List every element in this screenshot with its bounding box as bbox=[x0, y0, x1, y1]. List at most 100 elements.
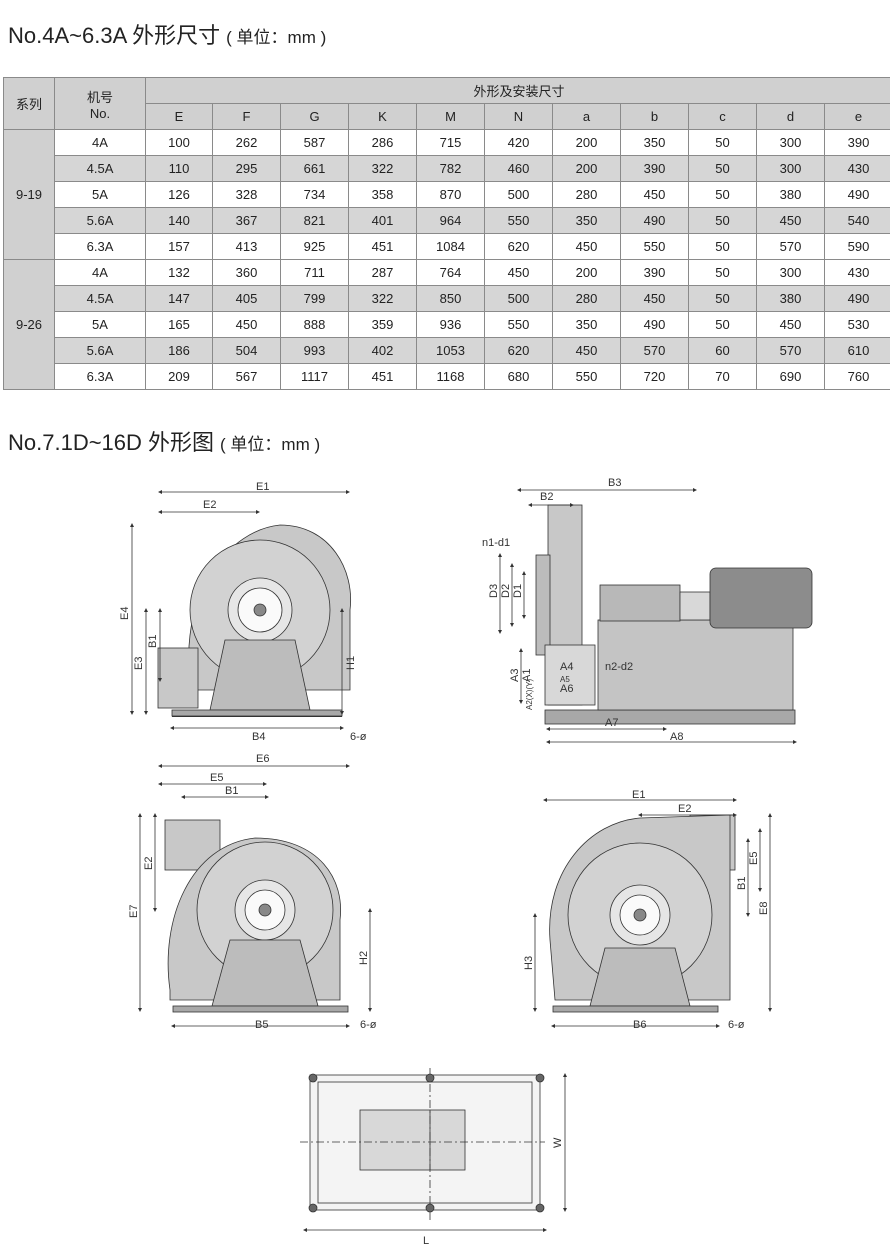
value-cell: 300 bbox=[756, 259, 825, 286]
value-cell: 490 bbox=[620, 311, 689, 338]
value-cell: 500 bbox=[484, 181, 553, 208]
section-title-text: No.7.1D~16D 外形图 bbox=[8, 430, 215, 455]
value-cell: 200 bbox=[552, 129, 621, 156]
model-cell: 4A bbox=[54, 259, 146, 286]
value-cell: 490 bbox=[823, 285, 890, 312]
value-cell: 401 bbox=[348, 207, 417, 234]
dim-label: A8 bbox=[670, 731, 683, 743]
column-header: a bbox=[552, 103, 621, 130]
value-cell: 760 bbox=[823, 363, 890, 390]
section-title-drawing: No.7.1D~16D 外形图( 单位：mm ) bbox=[8, 425, 320, 457]
model-cell: 4.5A bbox=[54, 285, 146, 312]
value-cell: 367 bbox=[212, 207, 281, 234]
dim-label: 6-ø bbox=[728, 1019, 745, 1031]
value-cell: 390 bbox=[620, 155, 689, 182]
value-cell: 1053 bbox=[416, 337, 485, 364]
column-header: d bbox=[756, 103, 825, 130]
value-cell: 70 bbox=[688, 363, 757, 390]
value-cell: 764 bbox=[416, 259, 485, 286]
dim-label: E2 bbox=[678, 803, 691, 815]
dim-label: D1 bbox=[512, 584, 524, 598]
value-cell: 567 bbox=[212, 363, 281, 390]
series-cell: 9-19 bbox=[3, 129, 55, 260]
model-cell: 5A bbox=[54, 311, 146, 338]
dim-label: n1-d1 bbox=[482, 537, 510, 549]
value-cell: 60 bbox=[688, 337, 757, 364]
value-cell: 620 bbox=[484, 233, 553, 260]
column-header: b bbox=[620, 103, 689, 130]
model-cell: 5.6A bbox=[54, 207, 146, 234]
column-header: F bbox=[212, 103, 281, 130]
value-cell: 358 bbox=[348, 181, 417, 208]
value-cell: 782 bbox=[416, 155, 485, 182]
value-cell: 570 bbox=[756, 337, 825, 364]
fan-front-view-1 bbox=[130, 490, 352, 730]
value-cell: 715 bbox=[416, 129, 485, 156]
column-header: E bbox=[145, 103, 213, 130]
value-cell: 690 bbox=[756, 363, 825, 390]
value-cell: 200 bbox=[552, 155, 621, 182]
value-cell: 100 bbox=[145, 129, 213, 156]
model-cell: 5A bbox=[54, 181, 146, 208]
dim-label: E5 bbox=[748, 852, 760, 865]
dim-label: E1 bbox=[632, 789, 645, 801]
section-title-text: No.4A~6.3A 外形尺寸 bbox=[8, 23, 221, 48]
dim-label: A1 bbox=[521, 669, 533, 682]
dim-label: D2 bbox=[500, 584, 512, 598]
value-cell: 413 bbox=[212, 233, 281, 260]
value-cell: 870 bbox=[416, 181, 485, 208]
value-cell: 450 bbox=[756, 311, 825, 338]
value-cell: 570 bbox=[756, 233, 825, 260]
value-cell: 402 bbox=[348, 337, 417, 364]
dim-label: B1 bbox=[225, 785, 238, 797]
value-cell: 350 bbox=[552, 207, 621, 234]
value-cell: 450 bbox=[212, 311, 281, 338]
section-title-dimensions: No.4A~6.3A 外形尺寸( 单位：mm ) bbox=[8, 18, 326, 50]
dim-label: E7 bbox=[128, 905, 140, 918]
dim-label: n2-d2 bbox=[605, 661, 633, 673]
value-cell: 322 bbox=[348, 155, 417, 182]
value-cell: 287 bbox=[348, 259, 417, 286]
dim-label: E6 bbox=[256, 753, 269, 765]
dim-label: E3 bbox=[133, 657, 145, 670]
value-cell: 50 bbox=[688, 233, 757, 260]
fan-front-view-3 bbox=[533, 798, 772, 1028]
dim-label: A2(X)(Y) bbox=[525, 679, 534, 710]
dim-label: D3 bbox=[488, 584, 500, 598]
value-cell: 50 bbox=[688, 285, 757, 312]
value-cell: 680 bbox=[484, 363, 553, 390]
fan-front-view-2 bbox=[138, 764, 372, 1028]
model-cell: 6.3A bbox=[54, 363, 146, 390]
value-cell: 936 bbox=[416, 311, 485, 338]
value-cell: 1168 bbox=[416, 363, 485, 390]
value-cell: 587 bbox=[280, 129, 349, 156]
value-cell: 50 bbox=[688, 259, 757, 286]
value-cell: 720 bbox=[620, 363, 689, 390]
value-cell: 200 bbox=[552, 259, 621, 286]
value-cell: 405 bbox=[212, 285, 281, 312]
dim-label: A6 bbox=[560, 683, 573, 695]
header-series: 系列 bbox=[3, 77, 55, 130]
value-cell: 280 bbox=[552, 181, 621, 208]
dim-label: 6-ø bbox=[350, 731, 367, 743]
dim-label: E8 bbox=[758, 902, 770, 915]
header-dimension-group: 外形及安装尺寸 bbox=[144, 77, 890, 104]
column-header: N bbox=[484, 103, 553, 130]
column-header: M bbox=[416, 103, 485, 130]
value-cell: 1117 bbox=[280, 363, 349, 390]
dim-label: A3 bbox=[509, 669, 521, 682]
value-cell: 964 bbox=[416, 207, 485, 234]
dim-label: H2 bbox=[358, 951, 370, 965]
value-cell: 451 bbox=[348, 363, 417, 390]
dim-label: E2 bbox=[143, 857, 155, 870]
value-cell: 50 bbox=[688, 311, 757, 338]
value-cell: 126 bbox=[145, 181, 213, 208]
value-cell: 850 bbox=[416, 285, 485, 312]
dim-label: A5 bbox=[560, 675, 570, 684]
value-cell: 295 bbox=[212, 155, 281, 182]
value-cell: 50 bbox=[688, 155, 757, 182]
